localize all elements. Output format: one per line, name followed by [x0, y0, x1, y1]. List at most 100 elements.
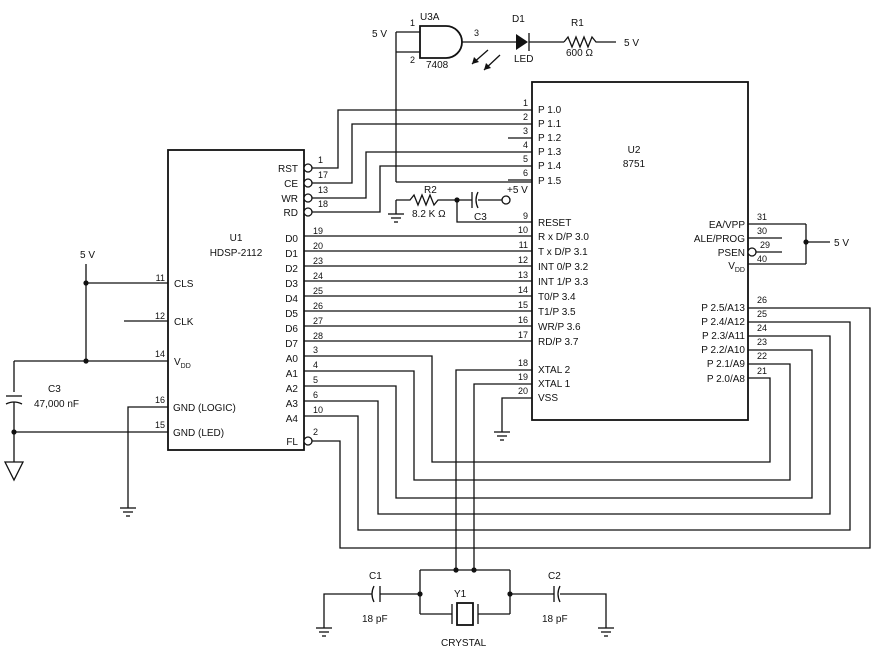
u2-pin-label: XTAL 2 [538, 365, 571, 376]
u1-pin-label: GND (LED) [173, 428, 224, 439]
u1-pin-num: 27 [313, 316, 323, 326]
u2-pin-num: 12 [518, 255, 528, 265]
u2-pin-label: XTAL 1 [538, 379, 571, 390]
y1-label: CRYSTAL [441, 638, 487, 649]
u3a-pin-out: 3 [474, 28, 479, 38]
u1-vdd-sub: DD [181, 363, 191, 370]
u1-pin-num: 6 [313, 390, 318, 400]
u3a-pin-in2: 2 [410, 55, 415, 65]
reset-network: +5 V R2 8.2 K Ω C3 [388, 185, 532, 223]
c3-bulk-ref: C3 [48, 384, 61, 395]
u2-vdd-sub: DD [735, 267, 745, 274]
r1-ref: R1 [571, 18, 584, 29]
u2-pin-label: R x D/P 3.0 [538, 232, 589, 243]
u1-pin-label: RD [284, 208, 298, 219]
u2-pin-num: 1 [523, 98, 528, 108]
u1-pin-label: A0 [286, 354, 299, 365]
u2-pin-num: 5 [523, 154, 528, 164]
u1-pin-num: 2 [313, 427, 318, 437]
u2-pin-num: 20 [518, 386, 528, 396]
u1-pin-num: 16 [155, 395, 165, 405]
u2-pin-num: 31 [757, 212, 767, 222]
c2-value: 18 pF [542, 614, 568, 625]
u1-pin-num: 20 [313, 241, 323, 251]
u2-pin-label: P 2.1/A9 [707, 359, 746, 370]
u2-pin-num: 14 [518, 285, 528, 295]
u1-ref: U1 [230, 233, 243, 244]
u2-microcontroller: U2 8751 1 P 1.0 2 P 1.1 3 P 1.2 4 P 1.3 … [518, 81, 806, 421]
y1-ref: Y1 [454, 589, 467, 600]
u2-pin-num: 17 [518, 330, 528, 340]
u2-pin-num: 19 [518, 372, 528, 382]
u2-pin-num: 10 [518, 225, 528, 235]
u1-pin-num: 26 [313, 301, 323, 311]
u1-body [167, 149, 305, 451]
u1-pin-num: 13 [318, 185, 328, 195]
u1-pin-label: VDD [174, 357, 191, 370]
u2-pin-label: P 2.3/A11 [702, 331, 745, 342]
r1-resistor: R1 600 Ω 5 V [563, 18, 639, 59]
c3-reset-ref: C3 [474, 212, 487, 223]
u2-pin-num: 6 [523, 168, 528, 178]
u2-pin-label: T0/P 3.4 [538, 292, 576, 303]
u2-part: 8751 [623, 159, 646, 170]
d1-ref: D1 [512, 14, 525, 25]
u2-pin-label: RD/P 3.7 [538, 337, 579, 348]
control-bus [312, 109, 532, 213]
u3a-pin-in1: 1 [410, 18, 415, 28]
u2-pin-num: 2 [523, 112, 528, 122]
u2-vdd-tie: 5 V [803, 224, 849, 264]
u2-pin-label: P 2.0/A8 [707, 374, 746, 385]
u1-pin-num: 23 [313, 256, 323, 266]
u1-pin-num: 19 [313, 226, 323, 236]
u1-pin-num: 5 [313, 375, 318, 385]
u1-pin-label: GND (LOGIC) [173, 403, 236, 414]
u1-pin-num: 18 [318, 199, 328, 209]
u1-pin-label: D4 [285, 294, 298, 305]
r2-value: 8.2 K Ω [412, 209, 446, 220]
u1-pin-label: A2 [286, 384, 299, 395]
u2-pin-label: P 1.2 [538, 133, 562, 144]
u1-pin-num: 17 [318, 170, 328, 180]
c3-bulk-value: 47,000 nF [34, 399, 79, 410]
u2-pin-label: INT 1/P 3.3 [538, 277, 589, 288]
reset-plus5v-label: +5 V [507, 185, 528, 196]
r1-5v-label: 5 V [624, 38, 639, 49]
u1-pin-num: 10 [313, 405, 323, 415]
diode-icon [516, 34, 528, 50]
u1-pin-label: WR [281, 194, 298, 205]
u2-pin-label: VSS [538, 393, 558, 404]
u1-pin-label: A1 [286, 369, 299, 380]
oscillator: Y1 CRYSTAL C1 18 pF C2 18 pF [316, 369, 614, 649]
u1-part: HDSP-2112 [210, 248, 263, 259]
u2-pin-label: VDD [728, 261, 745, 274]
u2-pin-label: P 1.4 [538, 161, 562, 172]
u1-pin-num: 15 [155, 420, 165, 430]
u1-pin-label: D2 [285, 264, 298, 275]
u1-pin-num: 28 [313, 331, 323, 341]
u1-pin-label: D6 [285, 324, 298, 335]
u1-pin-label: D5 [285, 309, 298, 320]
c1-value: 18 pF [362, 614, 388, 625]
u2-pin-num: 13 [518, 270, 528, 280]
capacitor-icon [475, 191, 479, 209]
u2-pin-label: T1/P 3.5 [538, 307, 576, 318]
ground-triangle-icon [3, 461, 25, 482]
u1-pin-num: 24 [313, 271, 323, 281]
u3a-ref: U3A [420, 12, 440, 23]
u2-pin-num: 23 [757, 337, 767, 347]
u2-pin-num: 3 [523, 126, 528, 136]
u2-pin-label: P 2.4/A12 [701, 317, 745, 328]
u1-pin-label: CE [284, 179, 298, 190]
u1-pin-label: A4 [286, 414, 299, 425]
u2-pin-label: RESET [538, 218, 571, 229]
u3a-and-gate: U3A 1 2 3 7408 5 V [372, 12, 516, 71]
u2-pin-label: PSEN [718, 248, 745, 259]
u3a-5v-label: 5 V [372, 29, 387, 40]
u2-pin-num: 15 [518, 300, 528, 310]
r1-value: 600 Ω [566, 48, 593, 59]
data-bus [304, 235, 532, 342]
u2-pin-label: P 1.0 [538, 105, 562, 116]
u1-display-chip: U1 HDSP-2112 11 CLS 12 CLK 14 VDD 16 GND… [124, 149, 328, 451]
